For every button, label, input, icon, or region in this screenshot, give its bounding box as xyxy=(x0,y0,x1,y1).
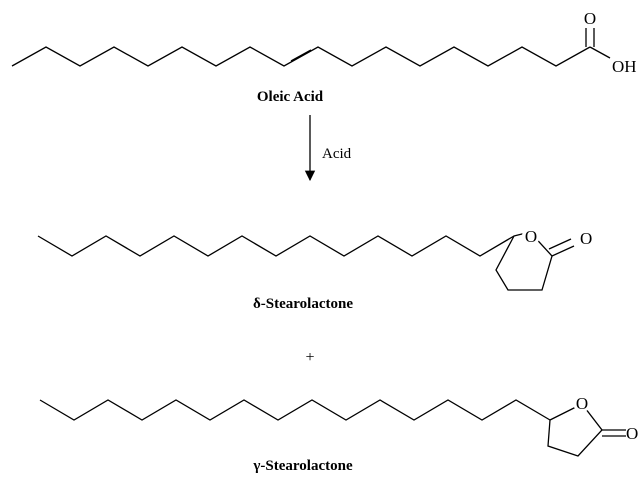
gamma-lactone-ring-oxygen: O xyxy=(576,394,588,413)
gamma-stearolactone-label: γ-Stearolactone xyxy=(252,458,353,474)
oleic-acid-carbonyl-oxygen: O xyxy=(584,9,596,28)
reagent-label: Acid xyxy=(322,146,352,162)
gamma-lactone-alkyl-chain xyxy=(39,399,551,421)
gamma-stearolactone-structure: O O xyxy=(39,394,638,457)
oleic-acid-carbon-chain xyxy=(11,46,591,67)
oleic-acid-hydroxyl-label: OH xyxy=(612,57,637,76)
delta-stearolactone-structure: O O xyxy=(37,227,592,291)
oleic-acid-structure: O OH xyxy=(11,9,637,76)
gamma-lactone-carbonyl-oxygen: O xyxy=(626,424,638,443)
delta-lactone-carbonyl-bond xyxy=(551,245,575,257)
delta-lactone-ring-o-mask xyxy=(522,227,540,245)
oleic-acid-hydroxyl-bond xyxy=(589,46,611,59)
delta-lactone-carbonyl-bond-2 xyxy=(548,238,572,250)
oleic-acid-cis-double-bond xyxy=(290,49,312,62)
delta-lactone-alkyl-chain xyxy=(37,235,515,257)
gamma-lactone-ring-o-mask xyxy=(573,394,591,412)
delta-stearolactone-label: δ-Stearolactone xyxy=(253,296,353,312)
delta-lactone-carbonyl-oxygen: O xyxy=(580,229,592,248)
oleic-acid-label: Oleic Acid xyxy=(257,89,324,105)
plus-sign: + xyxy=(305,349,314,366)
delta-lactone-ring-oxygen: O xyxy=(525,227,537,246)
